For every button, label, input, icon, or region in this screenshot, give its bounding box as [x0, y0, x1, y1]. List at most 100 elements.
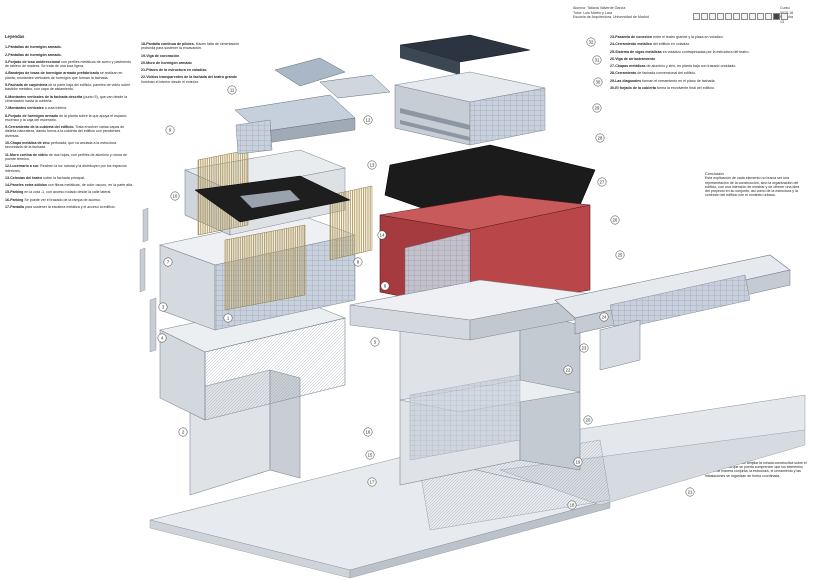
callout-number: 5	[374, 340, 377, 345]
sheet-nav-cell[interactable]	[773, 13, 780, 20]
callout-circle	[363, 427, 373, 437]
callout-9: 9	[165, 125, 175, 135]
legend-item: 10-Chapa metálica de zinc perforada, que…	[5, 141, 134, 150]
sheet-nav-cell[interactable]	[709, 13, 716, 20]
callout-number: 21	[688, 490, 693, 495]
callout-21: 21	[685, 487, 695, 497]
legend-item-text: (punto 5), que van desde la cimentación …	[5, 94, 128, 103]
legend-item-text: con perfiles metálicos de acero y pavime…	[5, 59, 132, 69]
legend-item-label: 4-Bandejas de losas de hormigón armado p…	[5, 71, 100, 76]
legend-item: 26-Viga de arriostramiento	[610, 57, 810, 61]
legend-item: 18-Pantalla continua de pilotes. Hacen f…	[141, 42, 241, 51]
legend-item-text: sobre la fachada principal.	[42, 175, 86, 180]
callout-number: 19	[576, 460, 581, 465]
callout-number: 25	[618, 253, 623, 258]
callout-circle	[593, 77, 603, 87]
legend-item-text: a cota inferior.	[43, 106, 68, 111]
legend-item: 5-Fachada de carpintería de la parte baj…	[5, 83, 134, 92]
legend-item-label: 24-Cerramiento metálico	[610, 42, 652, 47]
sheet-nav-cell[interactable]	[741, 13, 748, 20]
callout-2: 2	[178, 427, 188, 437]
callout-circle	[615, 250, 625, 260]
legend-item: 3-Forjado de losa unidireccional con per…	[5, 60, 134, 69]
legend-item-text: de la parte baja del edificio; paneles d…	[5, 83, 131, 92]
legend-item-label: 16-Parking	[5, 197, 24, 202]
callout-number: 6	[384, 284, 387, 289]
callout-32: 32	[586, 37, 596, 47]
callout-11: 11	[227, 85, 237, 95]
legend-item: 9-Cerramiento de la cubierta del edifici…	[5, 125, 134, 138]
callout-23: 23	[579, 343, 589, 353]
legend-item: 19-Viga de coronación	[141, 54, 241, 58]
sheet-nav-cell[interactable]	[717, 13, 724, 20]
legend-list-2: 18-Pantalla continua de pilotes. Hacen f…	[141, 42, 241, 84]
callout-18: 18	[567, 500, 577, 510]
callout-number: 16	[366, 430, 371, 435]
callout-circle	[377, 230, 387, 240]
callout-circle	[595, 133, 605, 143]
callout-circle	[158, 302, 168, 312]
legend-item-text: con fibras metálicas, de color oscuro, e…	[46, 183, 134, 188]
legend-item-label: 5-Fachada de carpintería	[5, 83, 48, 88]
callout-7: 7	[163, 257, 173, 267]
callout-circle	[370, 337, 380, 347]
callout-17: 17	[367, 477, 377, 487]
callout-5: 5	[370, 337, 380, 347]
callout-14: 14	[377, 230, 387, 240]
callout-number: 28	[598, 136, 603, 141]
legend-item-text: en voladizo contrapesadas por la estruct…	[661, 49, 750, 54]
callout-circle	[365, 450, 375, 460]
callout-13: 13	[367, 160, 377, 170]
sheet-nav-cell[interactable]	[701, 13, 708, 20]
axonometry-text: En este plano se pretende ampliar la mir…	[705, 461, 807, 478]
legend-item-label: 3-Forjado de losa unidireccional	[5, 59, 61, 64]
legend-column-1: Leyendas 1-Pantallas de hormigón armado.…	[5, 34, 134, 525]
sheet-nav-cell[interactable]	[757, 13, 764, 20]
callout-3: 3	[158, 302, 168, 312]
legend-item-text: entre el teatro grande y la plaza en vol…	[651, 35, 724, 39]
callout-24: 24	[599, 312, 609, 322]
callout-19: 19	[573, 457, 583, 467]
legend-item: 30-El forjado de la cubierta forma la en…	[610, 86, 810, 90]
callout-number: 4	[161, 336, 164, 341]
sheet-nav-cell[interactable]	[781, 13, 788, 20]
legend-item-text: Trata envolver varias capas de distinta …	[5, 125, 125, 138]
callout-circle	[163, 257, 173, 267]
callout-4: 4	[157, 333, 167, 343]
cantilever-bridge	[554, 254, 791, 371]
callout-number: 30	[596, 80, 601, 85]
callout-16: 16	[363, 427, 373, 437]
header-course-label: Curso	[780, 6, 790, 10]
callout-number: 8	[357, 260, 360, 265]
sheet-nav-cell[interactable]	[693, 13, 700, 20]
legend-item-text: de dos hojas, con perfiles de aluminio y…	[5, 152, 128, 161]
sheet-header-info: Alumno: Tatiana Valverde García Tutor: L…	[573, 6, 683, 20]
callout-26: 26	[610, 215, 620, 225]
callout-number: 17	[370, 480, 375, 485]
sheet-nav-cell[interactable]	[725, 13, 732, 20]
callout-number: 7	[167, 260, 170, 265]
callout-circle	[563, 365, 573, 375]
callout-number: 2	[182, 430, 185, 435]
callout-circle	[592, 103, 602, 113]
legend-item: 8-Forjado de hormigón armado de la plant…	[5, 114, 134, 123]
sheet-nav-cell[interactable]	[749, 13, 756, 20]
legend-item-text: de fachada convencional del edificio.	[636, 71, 697, 76]
legend-item: 22-Vidrios transparentes de la fachada d…	[141, 75, 241, 84]
legend-item-text: forma la envolvente final del edificio.	[655, 86, 715, 91]
legend-item: 28-Cerramiento de fachada convencional d…	[610, 71, 810, 75]
legend-item-label: 8-Forjado de hormigón armado	[5, 113, 59, 118]
callout-number: 23	[582, 346, 587, 351]
callout-circle	[599, 312, 609, 322]
legend-item-label: 22-Vidrios transparentes de la fachada d…	[141, 75, 237, 80]
header-author: Alumno: Tatiana Valverde García	[573, 6, 626, 10]
sheet-nav-cell[interactable]	[765, 13, 772, 20]
header-tutor: Tutor: Luis Martín y Lara	[573, 10, 613, 15]
sheet-nav-cell[interactable]	[733, 13, 740, 20]
callout-number: 32	[589, 40, 594, 45]
legend-item-label: 29-Las diagonales	[610, 78, 642, 83]
callout-circle	[227, 85, 237, 95]
legend-column-3: 23-Pasarela de conexión entre el teatro …	[610, 35, 810, 93]
legend-item-label: 17-Pantalla	[5, 205, 24, 210]
